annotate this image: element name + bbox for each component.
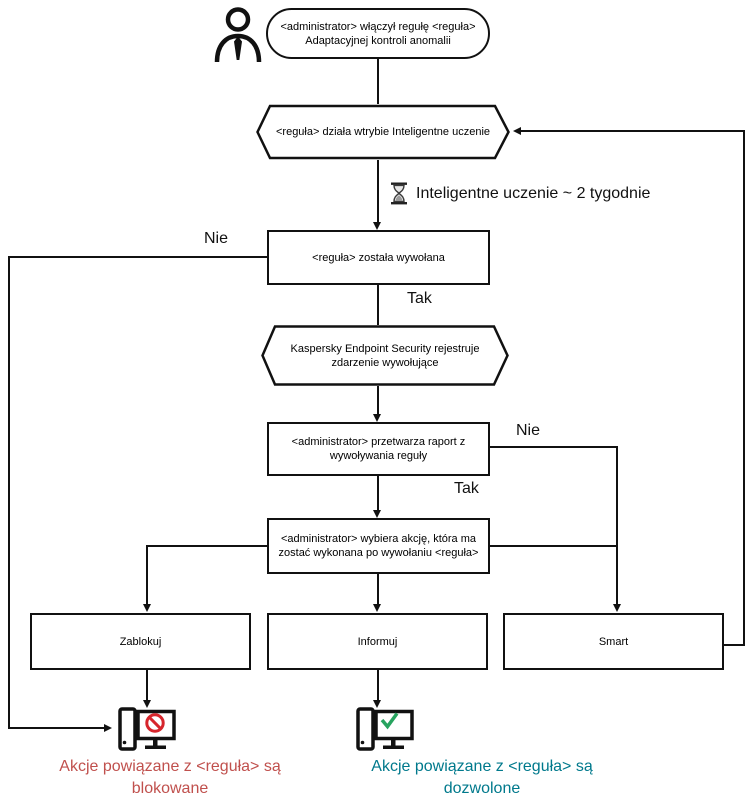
connector-no-right-v bbox=[616, 446, 618, 604]
outcome-blocked-line1: Akcje powiązane z <reguła> są bbox=[59, 758, 281, 775]
arrowhead-into-blocked-pc-left bbox=[104, 723, 112, 732]
register-event-hexagon bbox=[261, 325, 509, 386]
connector-no-left-v bbox=[8, 256, 10, 729]
arrowhead-into-block bbox=[142, 604, 151, 612]
connector-choose-block-h bbox=[146, 545, 267, 547]
arrowhead-into-allowed-pc bbox=[372, 700, 381, 708]
connector-triggered-register bbox=[377, 285, 379, 325]
arrowhead-into-inform bbox=[372, 604, 381, 612]
connector-smart-loop-h1 bbox=[722, 644, 745, 646]
edge-label-no-right: Nie bbox=[516, 422, 541, 439]
arrowhead-into-rule-triggered bbox=[372, 222, 381, 230]
choose-action-node: <administrator> wybiera akcję, która ma … bbox=[267, 518, 490, 574]
connector-choose-block-v bbox=[146, 545, 148, 604]
start-node-line1: <administrator> włączył regułę <reguła> bbox=[280, 20, 476, 33]
edge-label-yes-top: Tak bbox=[407, 290, 432, 307]
computer-blocked-icon bbox=[118, 707, 176, 751]
action-block-node: Zablokuj bbox=[30, 613, 251, 670]
arrowhead-into-blocked-pc bbox=[142, 700, 151, 708]
connector-smart-loop-h2 bbox=[521, 130, 745, 132]
register-event-label: Kaspersky Endpoint Security rejestruje z… bbox=[290, 342, 480, 369]
outcome-allowed-line1: Akcje powiązane z <reguła> są bbox=[371, 758, 593, 775]
rule-triggered-node: <reguła> została wywołana bbox=[267, 230, 490, 285]
connector-choose-inform-v bbox=[377, 574, 379, 604]
arrowhead-into-report bbox=[372, 414, 381, 422]
person-icon bbox=[214, 7, 262, 63]
arrowhead-into-choose bbox=[372, 510, 381, 518]
edge-label-yes-bottom: Tak bbox=[454, 480, 479, 497]
outcome-allowed-caption: Akcje powiązane z <reguła> są dozwolone bbox=[332, 756, 632, 800]
training-mode-hexagon bbox=[256, 104, 510, 160]
connector-block-pc bbox=[146, 670, 148, 701]
training-mode-label: <reguła> działa wtrybie Inteligentne ucz… bbox=[275, 126, 491, 138]
connector-no-right-h bbox=[490, 446, 618, 448]
computer-allowed-icon bbox=[356, 707, 414, 751]
start-node-line2: Adaptacyjnej kontroli anomalii bbox=[305, 34, 451, 47]
timer-note-label: Inteligentne uczenie ~ 2 tygodnie bbox=[416, 184, 651, 202]
connector-smart-loop-v bbox=[743, 130, 745, 646]
arrowhead-into-smart bbox=[612, 604, 621, 612]
connector-training-triggered bbox=[377, 160, 379, 222]
arrowhead-into-training bbox=[513, 126, 521, 135]
connector-report-choose bbox=[377, 476, 379, 510]
outcome-blocked-caption: Akcje powiązane z <reguła> są blokowane bbox=[20, 756, 320, 800]
connector-no-left-h2 bbox=[8, 727, 104, 729]
action-smart-node: Smart bbox=[503, 613, 724, 670]
timer-note: Inteligentne uczenie ~ 2 tygodnie bbox=[390, 182, 650, 205]
connector-start-training bbox=[377, 59, 379, 104]
outcome-allowed-line2: dozwolone bbox=[443, 780, 521, 797]
connector-no-left-h bbox=[8, 256, 267, 258]
edge-label-no-left: Nie bbox=[204, 230, 229, 247]
hourglass-icon bbox=[391, 182, 407, 205]
connector-register-report bbox=[377, 386, 379, 414]
start-node: <administrator> włączył regułę <reguła> … bbox=[266, 8, 490, 59]
connector-choose-smart-h bbox=[490, 545, 618, 547]
connector-inform-pc bbox=[377, 670, 379, 701]
process-report-node: <administrator> przetwarza raport z wywo… bbox=[267, 422, 490, 476]
action-inform-node: Informuj bbox=[267, 613, 488, 670]
outcome-blocked-line2: blokowane bbox=[131, 780, 209, 797]
